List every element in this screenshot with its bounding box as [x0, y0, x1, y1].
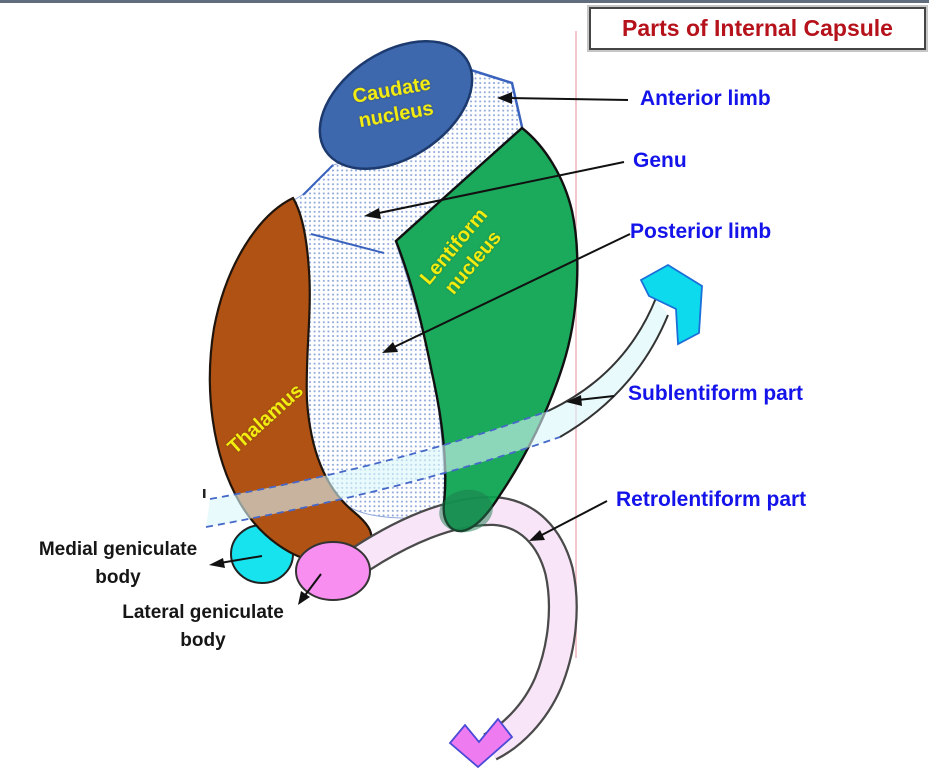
capsule-top-boundary-line [454, 63, 524, 128]
retrolentiform-arrowhead-icon [448, 717, 514, 768]
sublentiform-label-arrow [577, 395, 615, 401]
sublentiform-arrowhead-icon [639, 263, 703, 346]
label-posterior-limb: Posterior limb [630, 220, 772, 243]
diagram-title-text: Parts of Internal Capsule [622, 15, 893, 41]
label-lateral-geniculate-line2: body [180, 630, 226, 651]
label-lateral-geniculate-line1: Lateral geniculate [122, 602, 284, 623]
sublentiform-hidden-edge-lower [205, 436, 561, 528]
tick-mark [203, 489, 206, 498]
genu-arrow [373, 161, 625, 215]
posterior-limb-arrow [389, 233, 631, 350]
sublentiform-label-arrowhead-icon [566, 395, 582, 406]
caudate-nucleus-shape [318, 39, 474, 171]
label-medial-geniculate-line1: Medial geniculate [38, 539, 198, 560]
annotation-arrows [209, 92, 631, 605]
label-medial-geniculate-body: Medial geniculate body [18, 536, 218, 592]
label-medial-geniculate-line2: body [95, 567, 141, 588]
medial-geniculate-arrowhead-icon [209, 558, 225, 568]
sublentiform-band [206, 298, 668, 527]
label-retrolentiform-part: Retrolentiform part [616, 488, 807, 511]
diagram-title: Parts of Internal Capsule [589, 7, 926, 50]
sublentiform-edge-upper [547, 297, 657, 412]
sublentiform-edge-lower [559, 314, 669, 438]
lateral-geniculate-arrowhead-icon [298, 591, 310, 605]
capsule-divider-line-2 [310, 233, 385, 254]
capsule-divider-line-1 [302, 164, 334, 196]
diagram-canvas [203, 31, 703, 768]
lateral-geniculate-body-shape [295, 541, 371, 601]
label-anterior-limb: Anterior limb [640, 87, 771, 110]
posterior-limb-arrowhead-icon [382, 342, 398, 353]
medial-geniculate-arrow [219, 555, 263, 564]
retrolentiform-band [344, 498, 576, 759]
sublentiform-hidden-edge-upper [209, 410, 549, 500]
lentiform-tip-overlap [439, 489, 493, 533]
anterior-limb-arrow [507, 97, 629, 101]
retrolentiform-label-arrowhead-icon [529, 530, 545, 541]
label-lateral-geniculate-body: Lateral geniculate body [103, 599, 303, 655]
label-genu: Genu [633, 149, 687, 172]
genu-arrowhead-icon [364, 208, 381, 219]
anterior-limb-arrowhead-icon [497, 92, 512, 104]
retrolentiform-label-arrow [537, 500, 608, 538]
lateral-geniculate-arrow [302, 573, 322, 599]
label-sublentiform-part: Sublentiform part [628, 382, 804, 405]
